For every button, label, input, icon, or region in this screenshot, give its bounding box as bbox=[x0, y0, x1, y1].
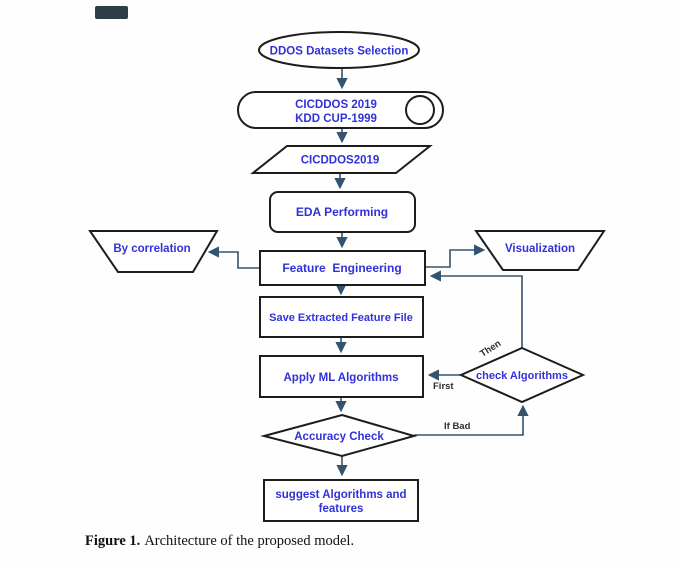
node-label: Visualization bbox=[505, 243, 575, 255]
node-apply-ml-algorithms: Apply ML Algorithms bbox=[259, 355, 424, 398]
ellipse-shape bbox=[258, 31, 420, 69]
node-label: CICDDOS2019 bbox=[301, 155, 380, 167]
node-suggest-algorithms: suggest Algorithms and features bbox=[263, 479, 419, 522]
node-label-line1: suggest Algorithms and bbox=[275, 489, 406, 501]
connector-check-algorithms-to-feature-engineering bbox=[429, 270, 523, 348]
node-label-line2: features bbox=[319, 503, 364, 515]
node-by-correlation: By correlation bbox=[88, 230, 219, 273]
node-label: DDOS Datasets Selection bbox=[270, 46, 409, 58]
connector-feature-engineering-to-by-correlation bbox=[207, 246, 260, 269]
rect-shape bbox=[259, 296, 424, 338]
edge-label-then: Then bbox=[478, 338, 503, 360]
scan-artifact-mark bbox=[95, 6, 128, 19]
diamond-shape bbox=[458, 346, 586, 404]
node-cicddos2019-parallelogram: CICDDOS2019 bbox=[250, 145, 433, 174]
node-accuracy-check: Accuracy Check bbox=[260, 413, 418, 458]
figure-caption: Figure 1.Architecture of the proposed mo… bbox=[85, 533, 645, 550]
rect-shape bbox=[263, 479, 419, 522]
node-eda-performing: EDA Performing bbox=[269, 191, 416, 233]
figure-caption-label: Figure 1. bbox=[85, 533, 141, 549]
node-label: check Algorithms bbox=[476, 370, 568, 382]
node-label: By correlation bbox=[113, 243, 190, 255]
node-save-extracted-feature-file: Save Extracted Feature File bbox=[259, 296, 424, 338]
node-label: Accuracy Check bbox=[294, 431, 384, 443]
rounded-rect-shape bbox=[269, 191, 416, 233]
diamond-shape bbox=[260, 413, 418, 458]
node-label: Save Extracted Feature File bbox=[269, 312, 413, 324]
edge-label-first: First bbox=[433, 381, 454, 392]
node-check-algorithms: check Algorithms bbox=[458, 346, 586, 404]
node-ddos-datasets-selection: DDOS Datasets Selection bbox=[258, 31, 420, 69]
trapezoid-shape bbox=[88, 230, 219, 273]
node-label: Feature Engineering bbox=[282, 261, 401, 275]
rect-shape bbox=[259, 250, 426, 286]
rect-shape bbox=[259, 355, 424, 398]
node-label-line2: KDD CUP-1999 bbox=[295, 113, 377, 125]
connector-accuracy-check-to-check-algorithms bbox=[414, 404, 529, 436]
trapezoid-shape bbox=[474, 230, 606, 271]
node-feature-engineering: Feature Engineering bbox=[259, 250, 426, 286]
node-visualization: Visualization bbox=[474, 230, 606, 271]
parallelogram-shape bbox=[250, 145, 433, 174]
connector-feature-engineering-to-visualization bbox=[425, 244, 486, 268]
cylinder-end-circle bbox=[405, 95, 435, 125]
node-label-line1: CICDDOS 2019 bbox=[295, 99, 377, 111]
node-label: Apply ML Algorithms bbox=[284, 372, 399, 384]
cylinder-body-shape bbox=[237, 91, 444, 129]
node-label: EDA Performing bbox=[296, 205, 388, 219]
figure-caption-text: Architecture of the proposed model. bbox=[144, 533, 355, 549]
node-datasets-cylinder: CICDDOS 2019 KDD CUP-1999 bbox=[237, 91, 444, 129]
edge-label-if-bad: If Bad bbox=[444, 421, 471, 432]
connectors bbox=[207, 69, 529, 477]
